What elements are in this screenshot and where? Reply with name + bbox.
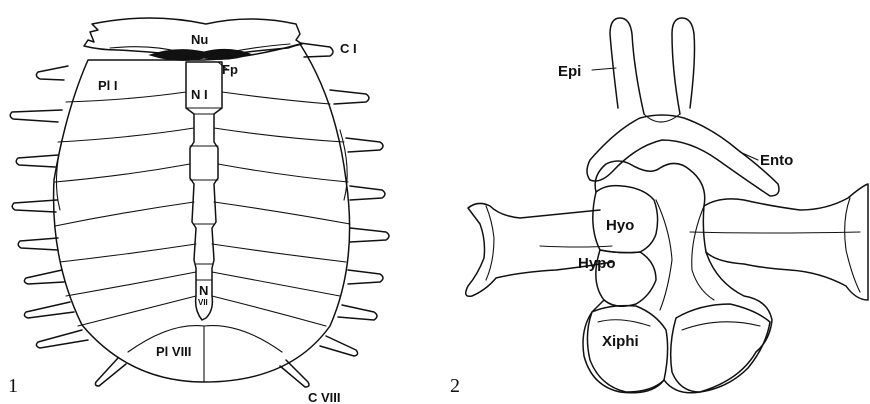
label-peripheral-eighth: Pl VIII	[156, 344, 191, 359]
panel-number-1: 1	[8, 375, 18, 397]
carapace-panel: Nu Fp C I Pl I N I N VII Pl VIII C VIII …	[8, 18, 389, 404]
label-costal-eighth: C VIII	[308, 390, 341, 404]
label-xiphiplastron: Xiphi	[602, 333, 639, 350]
xiphiplastron-right	[671, 304, 770, 392]
label-epiplastron: Epi	[558, 63, 581, 80]
epiplastron-left	[610, 18, 644, 114]
label-neural-first: N I	[191, 87, 208, 102]
label-costal-first: C I	[340, 41, 357, 56]
label-nuchal: Nu	[191, 32, 208, 47]
left-costal-sutures	[55, 92, 196, 326]
epiplastron-right	[672, 18, 695, 114]
panel-number-2: 2	[450, 375, 460, 397]
plastron-body	[583, 161, 772, 393]
label-neural-seventh: N	[199, 283, 208, 298]
fontanelle	[150, 49, 250, 60]
left-bridge	[466, 203, 612, 296]
label-hypoplastron: Hypo	[578, 255, 616, 272]
right-bridge	[704, 184, 868, 300]
label-neural-seventh-sub: VII	[198, 298, 208, 307]
label-fontanelle: Fp	[222, 62, 238, 77]
plastron-panel: Epi Ento Hyo Hypo Xiphi 2	[450, 18, 868, 397]
label-peripheral-first: Pl I	[98, 78, 118, 93]
entoplastron	[587, 115, 779, 196]
label-entoplastron: Ento	[760, 152, 793, 169]
label-hyoplastron: Hyo	[606, 217, 634, 234]
right-costal-sutures	[212, 92, 350, 326]
